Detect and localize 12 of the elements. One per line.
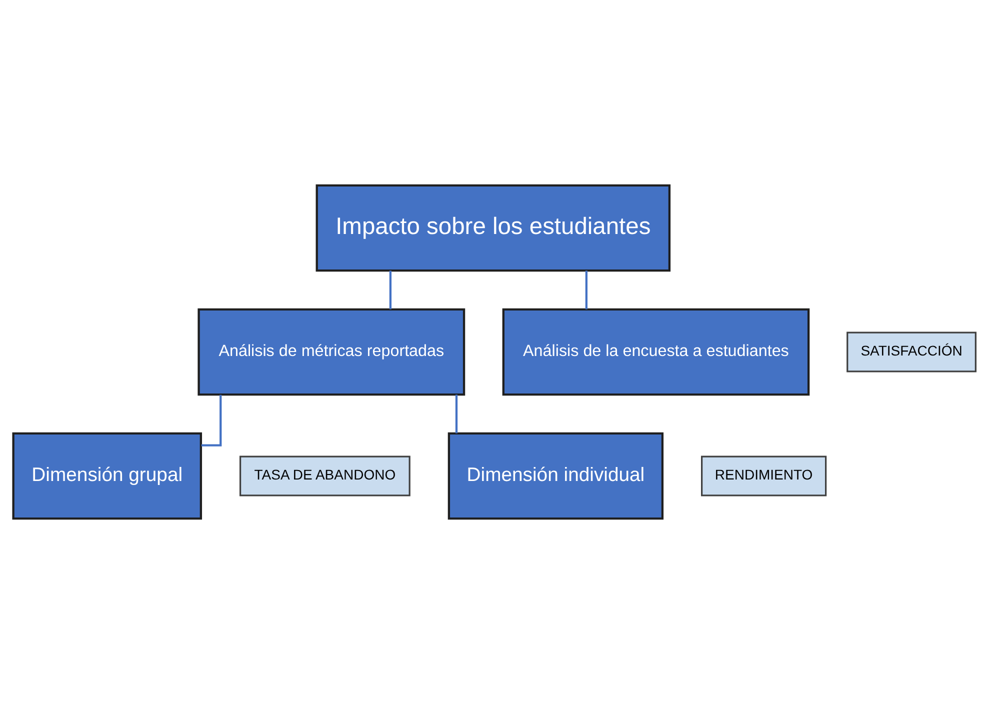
connector (388, 270, 392, 310)
connector (454, 394, 458, 434)
node-box: Dimensión individual (447, 432, 664, 520)
node-box: RENDIMIENTO (700, 456, 826, 496)
node-box: Dimensión grupal (12, 432, 202, 520)
node-box: Impacto sobre los estudiantes (315, 184, 670, 272)
node-box: TASA DE ABANDONO (238, 456, 410, 496)
connector (200, 394, 222, 446)
node-box: Análisis de la encuesta a estudiantes (502, 308, 810, 396)
node-box: Análisis de métricas reportadas (197, 308, 465, 396)
connector (584, 270, 587, 310)
node-box: SATISFACCIÓN (846, 332, 976, 372)
